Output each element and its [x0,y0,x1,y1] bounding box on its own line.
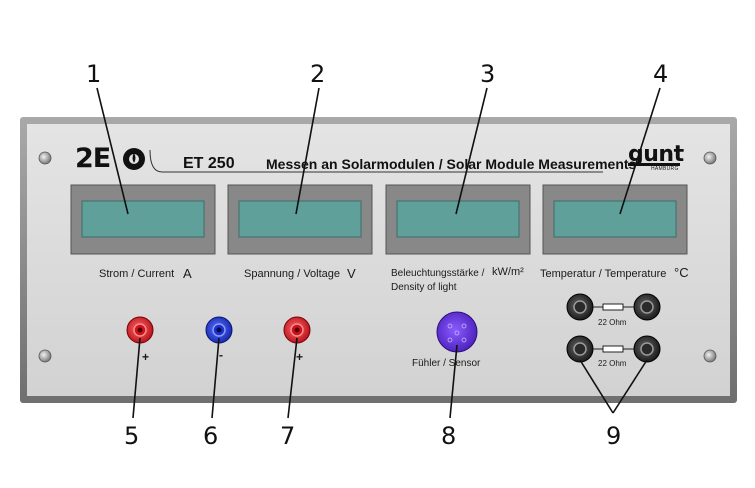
leader-lines [96,87,661,419]
resistor-2-label: 22 Ohm [598,359,627,368]
callout-7: 7 [280,422,296,450]
panel-title: Messen an Solarmodulen / Solar Module Me… [266,156,637,172]
callout-5: 5 [124,422,140,450]
leader-2 [295,87,320,215]
leader-7 [287,337,298,419]
jack-plus-2-label: + [296,350,304,364]
leader-3 [455,87,488,215]
leader-4 [619,87,661,215]
leader-9a [579,359,614,414]
display-4-unit: °C [674,265,689,280]
display-4 [542,184,688,255]
leader-6 [211,337,220,419]
callout-2: 2 [310,60,326,88]
jack-minus-label: - [219,348,223,362]
display-3-label-line2: Density of light [391,282,457,293]
jack-plus-1-label: + [142,350,150,364]
callout-1: 1 [86,60,102,88]
display-3 [385,184,531,255]
logo-gear-icon [123,148,145,170]
logo-text: 2E [75,143,111,174]
callout-6: 6 [203,422,219,450]
resistor-block [566,293,661,363]
leader-5 [132,337,141,419]
callout-4: 4 [653,60,669,88]
brand-underline [628,163,680,166]
display-1-unit: A [183,266,192,281]
brand-logo: gunt [628,142,684,167]
screw-icon [38,151,717,363]
display-3-unit: kW/m² [492,266,524,278]
leader-9b [612,359,648,414]
sensor-label: Fühler / Sensor [412,358,481,369]
leader-1 [96,87,129,215]
leader-8 [449,344,458,419]
display-1-label: Strom / Current [99,268,175,280]
display-3-label-line1: Beleuchtungsstärke / [391,268,485,279]
blue-jack-minus [205,316,233,344]
red-jack-plus-2 [283,316,311,344]
display-2-unit: V [347,266,356,281]
red-jack-plus-1 [126,316,154,344]
display-4-label: Temperatur / Temperature [540,268,667,280]
callout-8: 8 [441,422,457,450]
display-2-label: Spannung / Voltage [244,268,341,280]
display-1 [70,184,216,255]
brand-sub: HAMBURG [651,166,679,172]
resistor-1-label: 22 Ohm [598,318,627,327]
callout-3: 3 [480,60,496,88]
header-rule [149,149,603,173]
callout-9: 9 [606,422,622,450]
model-label: ET 250 [183,155,235,172]
